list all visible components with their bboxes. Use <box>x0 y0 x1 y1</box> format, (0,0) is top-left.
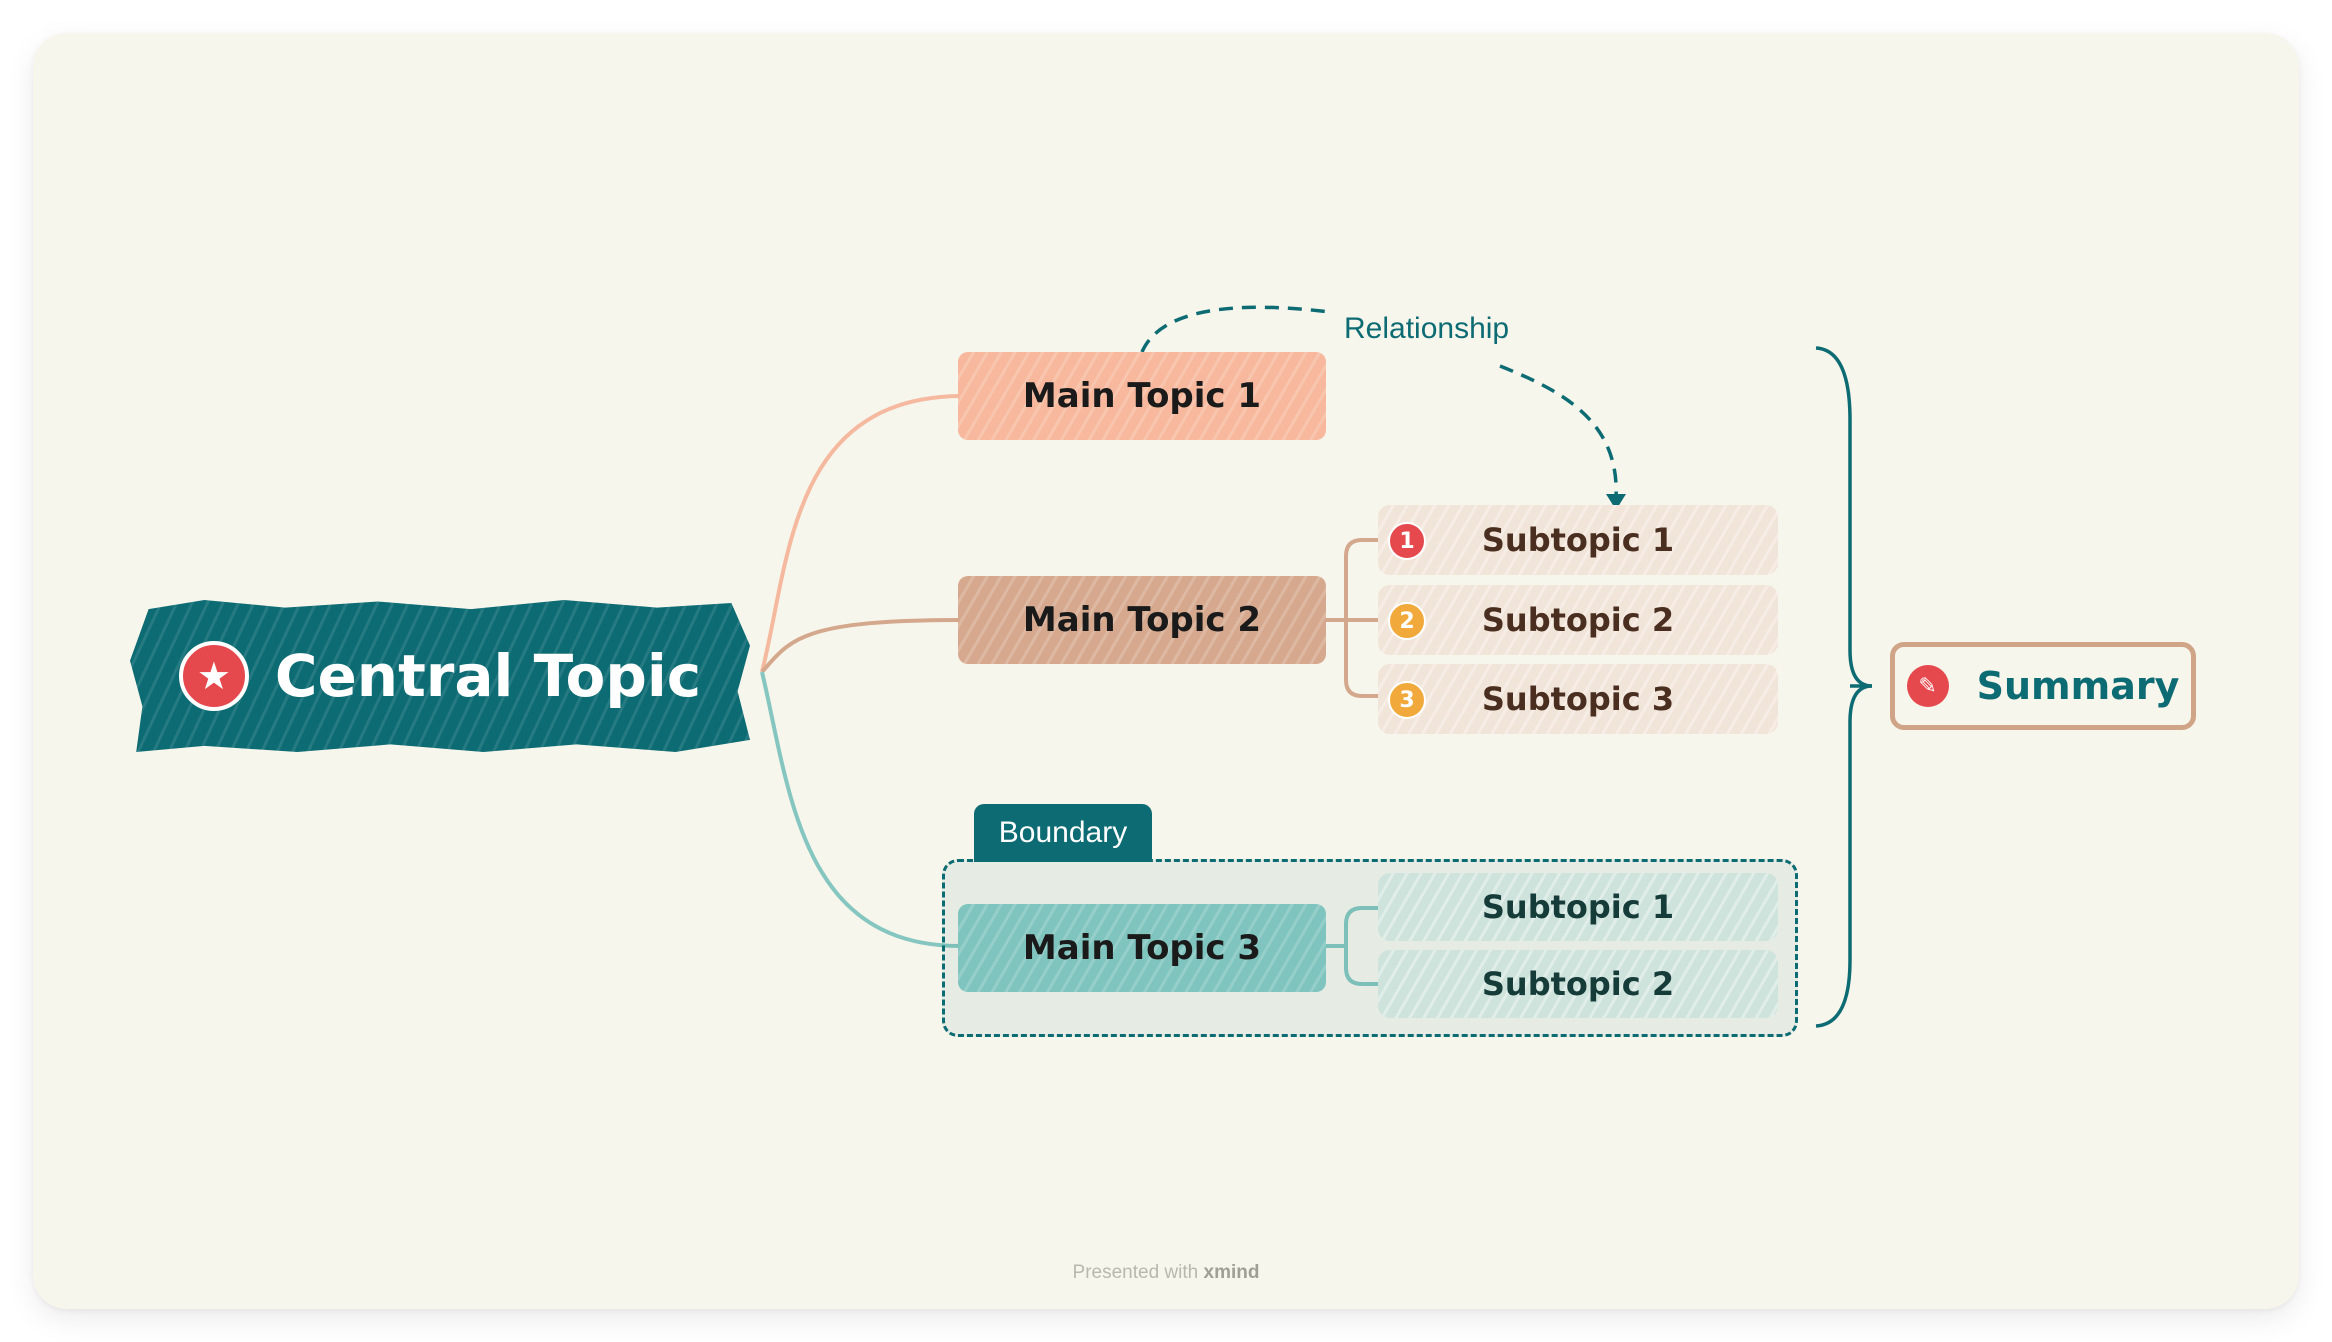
subtopic-label: Subtopic 2 <box>1481 965 1675 1003</box>
summary-topic[interactable]: ✎ Summary <box>1890 642 2196 730</box>
subtopic-3-1[interactable]: Subtopic 1 <box>1378 873 1778 941</box>
subtopic-2-2[interactable]: Subtopic 2 <box>1378 585 1778 655</box>
branch-line-3 <box>760 671 961 948</box>
subtopic-2-3[interactable]: Subtopic 3 <box>1378 664 1778 734</box>
star-icon: ★ <box>178 641 249 711</box>
central-topic-label: Central Topic <box>274 642 702 710</box>
subtopic-3-2[interactable]: Subtopic 2 <box>1378 950 1778 1018</box>
main-topic-3[interactable]: Main Topic 3 <box>958 904 1326 992</box>
subtopic-2-1[interactable]: Subtopic 1 <box>1378 505 1778 575</box>
marker-2-icon: 2 <box>1388 602 1426 640</box>
subtopic-label: Subtopic 1 <box>1481 521 1675 559</box>
summary-label: Summary <box>1976 664 2180 708</box>
relationship-label[interactable]: Relationship <box>1338 312 1516 346</box>
branch-line-1 <box>760 394 961 673</box>
footer-brand: xmind <box>1203 1262 1260 1283</box>
main-topic-label: Main Topic 3 <box>1022 928 1262 968</box>
main-topic-label: Main Topic 1 <box>1022 376 1262 416</box>
main-topic-1[interactable]: Main Topic 1 <box>958 352 1326 440</box>
subtopic-label: Subtopic 2 <box>1481 601 1675 639</box>
footer-prefix: Presented with <box>1072 1262 1199 1283</box>
central-topic[interactable]: ★ Central Topic <box>130 600 750 752</box>
marker-1-icon: 1 <box>1388 522 1426 560</box>
relationship-arrowhead <box>1606 494 1626 510</box>
main-topic-2[interactable]: Main Topic 2 <box>958 576 1326 664</box>
subtopic-label: Subtopic 3 <box>1481 680 1675 718</box>
subtopic-label: Subtopic 1 <box>1481 888 1675 926</box>
marker-3-icon: 3 <box>1388 681 1426 719</box>
main-topic-label: Main Topic 2 <box>1022 600 1262 640</box>
relationship-line <box>1140 305 1618 499</box>
boundary-label[interactable]: Boundary <box>974 804 1152 862</box>
pin-icon: ✎ <box>1906 665 1949 707</box>
branch-line-2 <box>760 618 961 674</box>
footer-credit: Presented with xmind <box>0 1262 2332 1284</box>
